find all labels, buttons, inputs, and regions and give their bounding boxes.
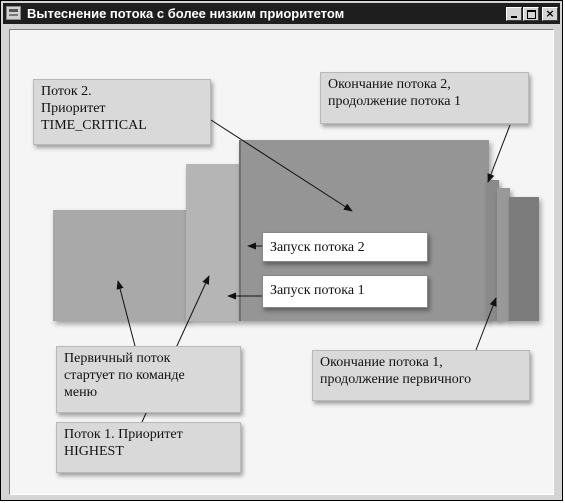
thread1-label: Поток 1. Приоритет HIGHEST xyxy=(56,422,241,473)
minimize-button[interactable] xyxy=(506,7,522,21)
thread1-resume-block xyxy=(497,188,510,321)
primary-thread-block xyxy=(53,210,188,321)
window-title: Вытеснение потока с более низким приорит… xyxy=(27,6,345,21)
start-thread1-label: Запуск потока 1 xyxy=(262,275,428,308)
thread2-label: Поток 2. Приоритет TIME_CRITICAL xyxy=(33,79,211,145)
end-thread2-label: Окончание потока 2, продолжение потока 1 xyxy=(320,72,529,124)
close-button[interactable]: × xyxy=(542,7,558,21)
maximize-button[interactable] xyxy=(523,7,539,21)
app-icon[interactable] xyxy=(6,6,21,20)
diagram-canvas: Поток 2. Приоритет TIME_CRITICAL Окончан… xyxy=(9,29,554,495)
primary-resume-block xyxy=(509,197,539,321)
end-thread1-label: Окончание потока 1, продолжение первично… xyxy=(312,350,530,401)
minimize-icon xyxy=(511,16,517,18)
maximize-icon xyxy=(526,10,536,19)
thread1-block xyxy=(186,164,239,321)
title-bar[interactable]: Вытеснение потока с более низким приорит… xyxy=(3,3,560,24)
start-thread2-label: Запуск потока 2 xyxy=(262,232,428,262)
primary-thread-label: Первичный поток стартует по команде меню xyxy=(56,346,241,413)
thread2-end-block xyxy=(486,180,499,321)
close-icon: × xyxy=(545,7,555,20)
arrow-end-thread2 xyxy=(487,124,511,183)
